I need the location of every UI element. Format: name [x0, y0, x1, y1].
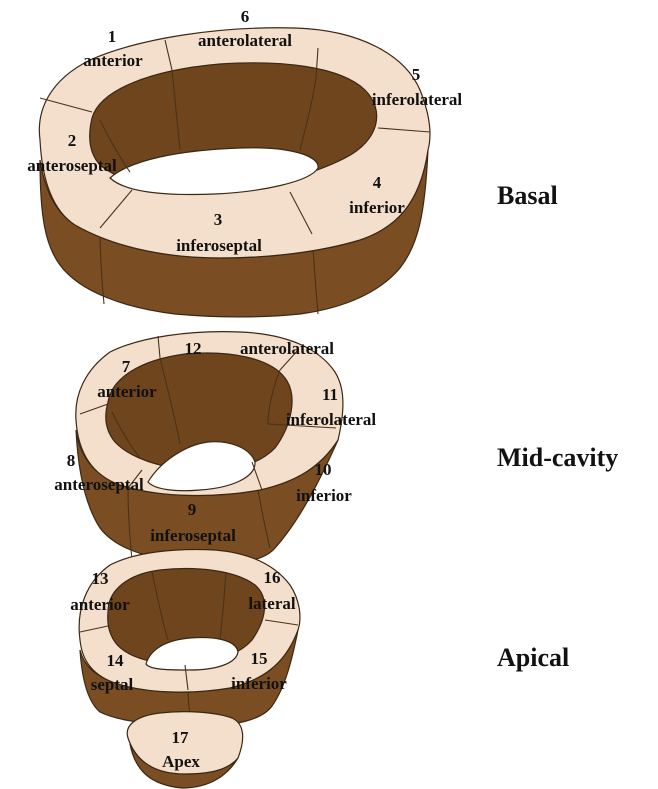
- segment-2-name: anteroseptal: [27, 156, 117, 175]
- segment-4-name: inferior: [349, 198, 405, 217]
- segment-17-name: Apex: [162, 752, 200, 771]
- level-label-apical: Apical: [497, 643, 569, 672]
- level-label-basal: Basal: [497, 181, 558, 210]
- segment-5-number: 5: [412, 65, 421, 84]
- segment-12-name: anterolateral: [240, 339, 334, 358]
- segment-9-number: 9: [188, 500, 197, 519]
- segment-3-name: inferoseptal: [176, 236, 262, 255]
- segment-14-number: 14: [107, 651, 125, 670]
- segment-9-name: inferoseptal: [150, 526, 236, 545]
- segment-5-name: inferolateral: [372, 90, 463, 109]
- segment-16-number: 16: [264, 568, 281, 587]
- segment-15-number: 15: [251, 649, 268, 668]
- segment-15-name: inferior: [231, 674, 287, 693]
- segment-7-number: 7: [122, 357, 131, 376]
- segment-8-number: 8: [67, 451, 76, 470]
- segment-3-number: 3: [214, 210, 223, 229]
- segment-7-name: anterior: [97, 382, 157, 401]
- segment-13-number: 13: [92, 569, 109, 588]
- segment-17-number: 17: [172, 728, 190, 747]
- segment-12-number: 12: [185, 339, 202, 358]
- segment-11-name: inferolateral: [286, 410, 377, 429]
- segment-13-name: anterior: [70, 595, 130, 614]
- segment-6-name: anterolateral: [198, 31, 292, 50]
- segment-8-name: anteroseptal: [54, 475, 144, 494]
- segment-4-number: 4: [373, 173, 382, 192]
- segment-2-number: 2: [68, 131, 77, 150]
- segment-1-number: 1: [108, 27, 117, 46]
- segment-16-name: lateral: [248, 594, 295, 613]
- segment-10-number: 10: [315, 460, 332, 479]
- apex-cap: [127, 712, 242, 788]
- level-label-mid-cavity: Mid-cavity: [497, 443, 618, 472]
- segment-6-number: 6: [241, 7, 250, 26]
- segment-10-name: inferior: [296, 486, 352, 505]
- segment-1-name: anterior: [83, 51, 143, 70]
- segment-11-number: 11: [322, 385, 338, 404]
- level-labels: Basal Mid-cavity Apical: [497, 181, 618, 672]
- segment-14-name: septal: [91, 675, 134, 694]
